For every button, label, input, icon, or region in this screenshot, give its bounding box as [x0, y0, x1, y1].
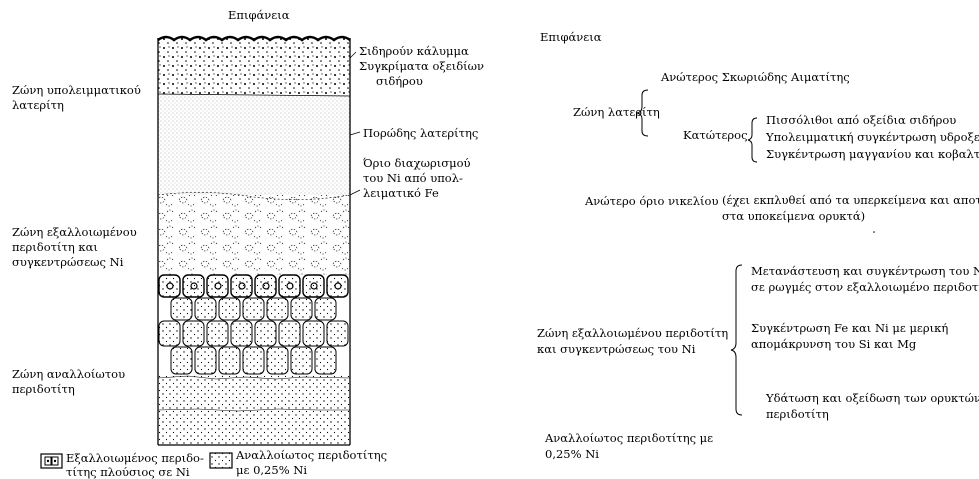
peridotite-block	[207, 321, 228, 346]
process-item-1-line1: Μετανάστευση και συγκέντρωση του Ni	[751, 264, 979, 278]
process-item-1-line2: σε ρωγμές στον εξαλλοιωμένο περιδοτίτη	[751, 280, 979, 294]
peridotite-block	[219, 347, 240, 374]
zone-weathered-line2: περιδοτίτη και	[12, 240, 98, 254]
annotation-boundary-2: του Ni από υπολ-	[363, 171, 463, 185]
peridotite-block	[171, 347, 192, 374]
peridotite-block	[291, 347, 312, 374]
peridotite-block	[231, 321, 252, 346]
zone-unaltered-line2: περιδοτίτη	[12, 382, 75, 396]
peridotite-block	[183, 275, 204, 297]
lower-item-2: Υπολειμματική συγκέντρωση υδροξειδίων	[766, 130, 979, 144]
legend-unaltered-line1: Αναλλοίωτος περιδοτίτης	[236, 448, 387, 462]
peridotite-block	[291, 298, 312, 320]
process-item-2-line2: απομάκρυνση του Si και Mg	[751, 337, 916, 351]
nickel-note-2: στα υποκείμενα ορυκτά)	[722, 209, 865, 223]
peridotite-block	[231, 275, 252, 297]
annotation-boundary-3: λειματικό Fe	[363, 186, 439, 200]
weathered-peridotite-blocks	[159, 275, 348, 374]
upper-hematite-label: Ανώτερος Σκωριώδης Αιματίτης	[661, 70, 850, 84]
peridotite-block	[159, 275, 180, 297]
legend-unaltered-icon	[210, 453, 232, 468]
process-item-3-line2: περιδοτίτη	[766, 407, 829, 421]
peridotite-block	[303, 321, 324, 346]
legend-unaltered-line2: με 0,25% Ni	[236, 463, 307, 477]
zone-weathered-line3: συγκεντρώσεως Ni	[12, 255, 123, 269]
legend-weathered-icon	[41, 454, 62, 468]
process-item-2-line1: Συγκέντρωση Fe και Ni με μερική	[751, 321, 948, 335]
nickel-note-1: (έχει εκπλυθεί από τα υπερκείμενα και απ…	[722, 193, 979, 207]
peridotite-block	[255, 321, 276, 346]
peridotite-block	[243, 298, 264, 320]
peridotite-block	[315, 298, 336, 320]
peridotite-block	[183, 321, 204, 346]
annotation-porous: Πορώδης λατερίτης	[363, 126, 478, 140]
unaltered-label-1: Αναλλοίωτος περιδοτίτης με	[545, 431, 713, 445]
peridotite-block	[315, 347, 336, 374]
peridotite-block	[303, 275, 324, 297]
lower-label: Κατώτερος	[683, 128, 748, 142]
weathered-zone-label-1: Ζώνη εξαλλοιωμένου περιδοτίτη	[537, 326, 728, 340]
annotation-iron-cap-3: σιδήρου	[376, 74, 423, 88]
peridotite-block	[243, 347, 264, 374]
legend-weathered-line1: Εξαλλοιωμένος περιδο-	[66, 451, 204, 465]
zone-weathered-line1: Ζώνη εξαλλοιωμένου	[12, 225, 137, 239]
peridotite-block	[267, 298, 288, 320]
legend-weathered-line2: τίτης πλούσιος σε Ni	[66, 465, 190, 479]
unaltered-label-2: 0,25% Ni	[545, 447, 599, 461]
zone-residual-laterite-line2: λατερίτη	[12, 98, 64, 112]
annotation-iron-cap-2: Συγκρίματα οξειδίων	[359, 59, 484, 73]
annotation-boundary-1: Όριο διαχωρισμού	[363, 156, 471, 170]
peridotite-block	[219, 298, 240, 320]
lower-item-1: Πισσόλιθοι από οξείδια σιδήρου	[766, 113, 956, 127]
peridotite-block	[171, 298, 192, 320]
weathered-zone-label-2: και συγκεντρώσεως του Ni	[537, 342, 695, 356]
nickel-limit-label: Ανώτερο όριο νικελίου	[585, 194, 718, 208]
brace-lower	[748, 118, 757, 162]
process-item-3-line1: Υδάτωση και οξείδωση των ορυκτών του	[766, 391, 979, 405]
peridotite-block	[327, 275, 348, 297]
peridotite-block	[195, 347, 216, 374]
lower-item-3: Συγκέντρωση μαγγανίου και κοβαλτίου	[766, 147, 979, 161]
peridotite-block	[327, 321, 348, 346]
peridotite-block	[255, 275, 276, 297]
peridotite-block	[267, 347, 288, 374]
porous-laterite-layer	[158, 95, 350, 195]
laterite-zone-label: Ζώνη λατερίτη	[573, 105, 660, 119]
peridotite-block	[279, 275, 300, 297]
zone-unaltered-line1: Ζώνη αναλλοίωτου	[12, 367, 125, 381]
peridotite-block	[195, 298, 216, 320]
brace-weathered	[731, 265, 742, 415]
iron-cap-layer	[158, 38, 350, 94]
right-surface-label: Επιφάνεια	[540, 30, 602, 44]
annotation-iron-cap-1: Σιδηρούν κάλυμμα	[359, 44, 469, 58]
zone-residual-laterite-line1: Ζώνη υπολειμματικού	[12, 83, 141, 97]
left-surface-label: Επιφάνεια	[228, 8, 290, 22]
peridotite-block	[207, 275, 228, 297]
separation-boundary-layer	[158, 195, 350, 275]
peridotite-block	[279, 321, 300, 346]
peridotite-block	[159, 321, 180, 346]
